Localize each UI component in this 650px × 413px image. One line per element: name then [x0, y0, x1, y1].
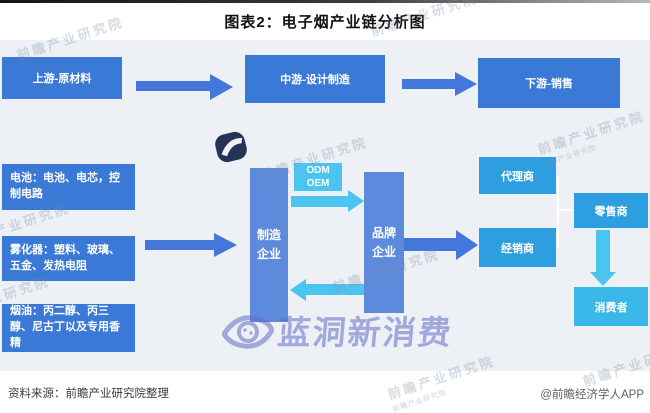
- manufacturer-label-line1: 制造: [256, 228, 281, 243]
- arrow-brand-to-manufacturer-shaft: [306, 284, 364, 295]
- distributor-box: 经销商: [479, 228, 556, 267]
- arrow-upstream-to-midstream-shaft: [136, 81, 210, 91]
- upstream-box: 上游-原材料: [2, 57, 122, 99]
- arrow-manufacturer-to-brand-shaft: [291, 196, 348, 207]
- agent-box: 代理商: [479, 157, 556, 194]
- eliquid-materials-box: 烟油：丙二醇、丙三醇、尼古丁以及专用香精: [2, 304, 135, 352]
- odm-label: ODM: [306, 165, 330, 176]
- arrow-midstream-to-downstream-shaft: [402, 79, 455, 89]
- arrow-midstream-to-downstream-head: [455, 72, 477, 96]
- consumer-box: 消费者: [574, 287, 648, 326]
- retailer-box: 零售商: [574, 193, 648, 228]
- battery-materials-box: 电池：电池、电芯，控制电路: [2, 164, 135, 210]
- bracket-vertical-line: [557, 177, 559, 248]
- brand-box: 品牌 企业: [364, 172, 404, 313]
- oem-label: OEM: [306, 178, 330, 189]
- chart-title: 图表2：电子烟产业链分析图: [224, 14, 426, 31]
- app-credit: @前瞻经济学人APP: [540, 389, 644, 401]
- arrow-manufacturer-to-brand-head: [348, 190, 364, 212]
- top-border-strip: [0, 0, 650, 3]
- arrow-retailer-to-consumer-head: [590, 272, 616, 286]
- atomizer-materials-box: 雾化器：塑料、玻璃、五金、发热电阻: [2, 236, 135, 281]
- brand-label-line1: 品牌: [371, 225, 396, 240]
- midstream-box: 中游-设计制造: [245, 55, 385, 103]
- source-note: 资料来源：前瞻产业研究院整理: [8, 388, 169, 400]
- manufacturer-label-line2: 企业: [256, 247, 281, 261]
- brand-label-line2: 企业: [371, 244, 396, 259]
- arrow-materials-to-manufacturer-head: [214, 233, 237, 257]
- bracket-horizontal-line: [557, 209, 574, 211]
- arrow-brand-to-manufacturer-head: [290, 279, 306, 301]
- manufacturer-box: 制造 企业: [250, 168, 288, 322]
- arrow-upstream-to-midstream-head: [210, 74, 233, 100]
- arrow-retailer-to-consumer-shaft: [596, 230, 610, 272]
- arrow-brand-to-distributor-head: [456, 230, 478, 260]
- odm-oem-badge: ODM OEM: [294, 163, 342, 191]
- downstream-box: 下游-销售: [478, 58, 620, 108]
- arrow-materials-to-manufacturer-shaft: [145, 240, 214, 250]
- arrow-brand-to-distributor-shaft: [404, 238, 456, 251]
